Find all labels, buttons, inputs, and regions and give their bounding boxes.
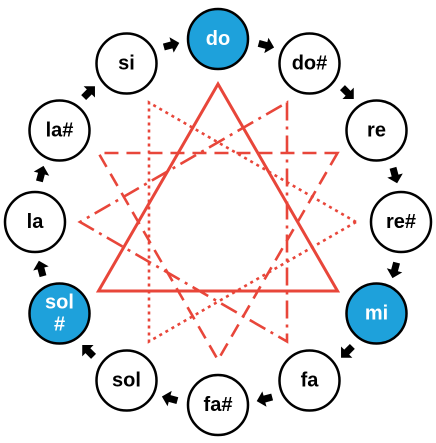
note-node-do-sharp: do#	[278, 32, 341, 95]
arrows-layer	[33, 37, 403, 407]
note-label: si	[118, 53, 135, 75]
note-label: do#	[292, 53, 328, 75]
note-circle	[28, 99, 91, 162]
note-label: fa#	[204, 394, 233, 416]
note-label: la	[27, 211, 45, 233]
note-node-si: si	[95, 32, 158, 95]
note-circle	[28, 282, 91, 345]
note-circle	[186, 7, 250, 71]
note-label: sol	[45, 292, 74, 314]
note-circle	[95, 349, 158, 412]
note-node-la-sharp: la#	[28, 99, 91, 162]
note-node-sol-sharp: sol#	[28, 282, 91, 345]
arrow-icon	[341, 343, 355, 358]
note-label: re#	[386, 211, 416, 233]
note-label: la#	[46, 120, 74, 142]
note-circle	[186, 373, 250, 437]
note-node-fa-sharp: fa#	[186, 373, 250, 437]
arrow-icon	[82, 345, 97, 359]
note-circle	[95, 32, 158, 95]
note-label: re	[367, 120, 386, 142]
arrow-icon	[81, 86, 95, 101]
arrow-icon	[387, 166, 403, 184]
arrow-icon	[256, 391, 274, 407]
arrow-icon	[33, 165, 50, 183]
note-label: mi	[365, 303, 388, 325]
note-node-sol: sol	[95, 349, 158, 412]
note-label: do	[206, 28, 230, 50]
arrow-icon	[161, 390, 179, 407]
note-label: fa	[301, 370, 320, 392]
note-circle	[278, 32, 341, 95]
triangle-dotted	[147, 100, 359, 344]
note-node-mi: mi	[345, 282, 408, 345]
triangle-dash-dot	[77, 100, 289, 344]
note-node-do: do	[186, 7, 250, 71]
triangle-dashed	[96, 151, 340, 363]
note-label: #	[54, 314, 65, 336]
note-circle	[345, 99, 408, 162]
note-circle	[345, 282, 408, 345]
note-node-la: la	[3, 190, 67, 254]
triangle-solid	[95, 80, 341, 293]
note-node-re-sharp: re#	[369, 190, 433, 254]
arrow-icon	[386, 261, 403, 279]
note-node-fa: fa	[278, 349, 341, 412]
note-label: sol	[112, 370, 141, 392]
note-node-re: re	[345, 99, 408, 162]
note-circle	[278, 349, 341, 412]
note-circle	[369, 190, 433, 254]
note-circle	[3, 190, 67, 254]
arrow-icon	[33, 260, 49, 278]
arrow-icon	[162, 37, 180, 53]
triangles-layer	[77, 80, 359, 363]
arrow-icon	[339, 85, 354, 99]
arrow-icon	[257, 37, 275, 54]
